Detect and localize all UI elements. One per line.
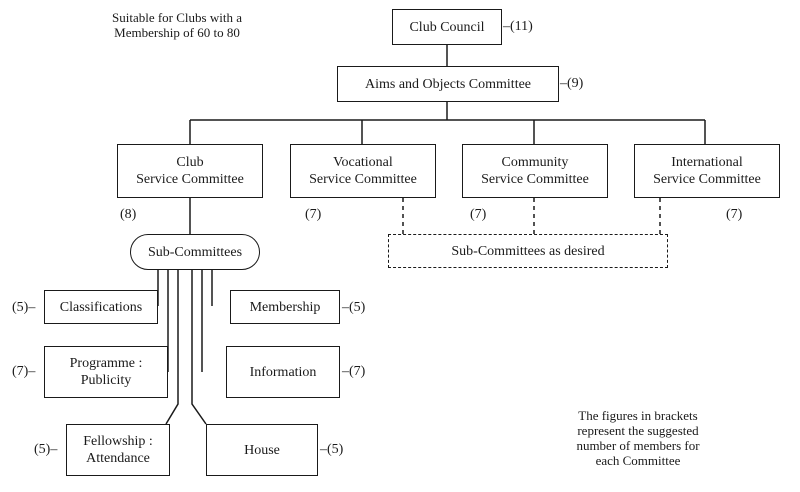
international-service-count: (7) (726, 207, 743, 222)
figures-note-line: represent the suggested (577, 423, 699, 438)
figures-note-line: The figures in brackets (578, 408, 698, 423)
programme-publicity-box: Programme : Publicity (44, 346, 168, 398)
membership-label: Membership (249, 299, 321, 315)
programme-label-line: Publicity (80, 373, 132, 388)
house-box: House (206, 424, 318, 476)
club-council-label: Club Council (409, 19, 485, 35)
house-count: –(5) (320, 442, 344, 457)
committee-label-line: Service Committee (653, 172, 761, 187)
international-service-committee-box: International Service Committee (634, 144, 780, 198)
aims-committee-label: Aims and Objects Committee (364, 76, 532, 92)
membership-count: –(5) (342, 300, 366, 315)
house-label: House (244, 442, 280, 458)
programme-count: (7)– (12, 364, 36, 379)
sub-committees-label: Sub-Committees (147, 244, 243, 260)
fellowship-label-line: Fellowship : (83, 434, 153, 449)
membership-note-line: Membership of 60 to 80 (114, 25, 240, 40)
membership-note-line: Suitable for Clubs with a (112, 10, 242, 25)
committee-label-line: Community (501, 155, 569, 170)
fellowship-attendance-box: Fellowship : Attendance (66, 424, 170, 476)
classifications-label: Classifications (59, 299, 143, 315)
figures-note-line: each Committee (595, 453, 681, 468)
information-count: –(7) (342, 364, 366, 379)
information-box: Information (226, 346, 340, 398)
committee-label-line: Vocational (333, 155, 393, 170)
membership-box: Membership (230, 290, 340, 324)
community-service-count: (7) (470, 207, 487, 222)
club-service-count: (8) (120, 207, 137, 222)
committee-label-line: International (671, 155, 743, 170)
vocational-service-committee-box: Vocational Service Committee (290, 144, 436, 198)
club-service-committee-box: Club Service Committee (117, 144, 263, 198)
sub-committees-desired-label: Sub-Committees as desired (451, 243, 605, 259)
aims-committee-box: Aims and Objects Committee (337, 66, 559, 102)
vocational-service-count: (7) (305, 207, 322, 222)
committee-label-line: Service Committee (136, 172, 244, 187)
programme-label-line: Programme : (69, 356, 143, 371)
committee-label-line: Service Committee (481, 172, 589, 187)
classifications-box: Classifications (44, 290, 158, 324)
classifications-count: (5)– (12, 300, 36, 315)
figures-note: The figures in brackets represent the su… (548, 408, 728, 468)
club-council-box: Club Council (392, 9, 502, 45)
club-council-count: –(11) (503, 19, 533, 34)
membership-note: Suitable for Clubs with a Membership of … (82, 10, 272, 40)
figures-note-line: number of members for (576, 438, 700, 453)
community-service-committee-box: Community Service Committee (462, 144, 608, 198)
information-label: Information (249, 364, 317, 380)
committee-label-line: Club (176, 155, 204, 170)
fellowship-count: (5)– (34, 442, 58, 457)
aims-committee-count: –(9) (560, 76, 584, 91)
sub-committees-desired-box: Sub-Committees as desired (388, 234, 668, 268)
committee-label-line: Service Committee (309, 172, 417, 187)
fellowship-label-line: Attendance (86, 451, 150, 466)
sub-committees-box: Sub-Committees (130, 234, 260, 270)
